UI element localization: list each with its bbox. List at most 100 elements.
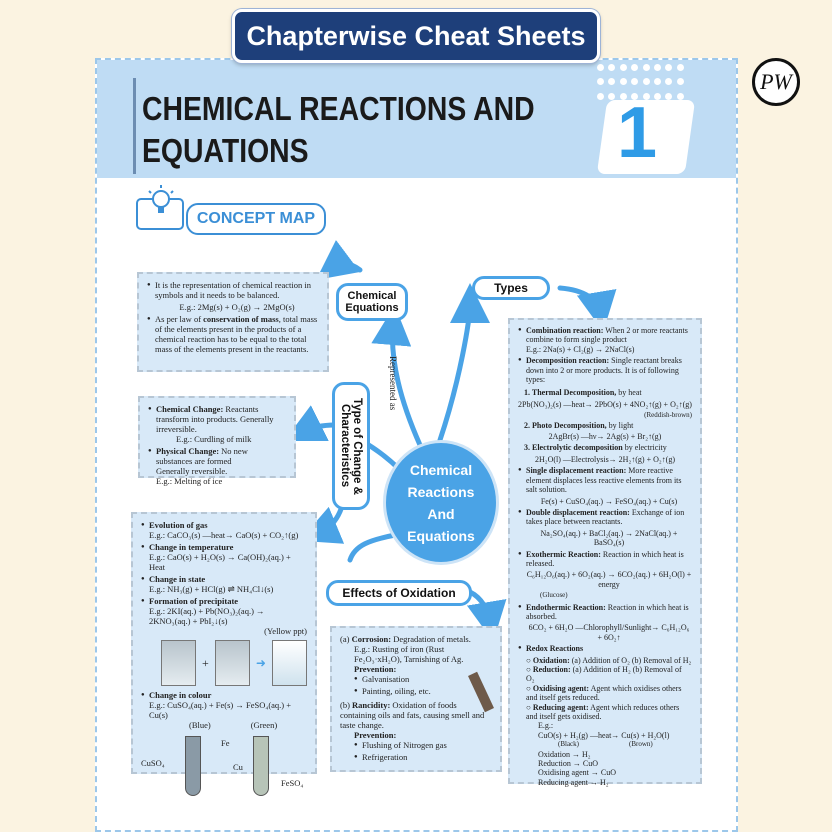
prevention-nitrogen: Flushing of Nitrogen gas bbox=[354, 740, 492, 750]
photo-text: by light bbox=[606, 420, 634, 430]
colour-note-green: (Green) bbox=[250, 720, 278, 730]
central-topic: Chemical Reactions And Equations bbox=[383, 440, 499, 565]
law-text-c: , total mass of the elements present in … bbox=[155, 314, 318, 354]
title-accent-bar bbox=[133, 78, 136, 174]
rancidity-marker: (b) bbox=[340, 700, 350, 710]
electrolytic-text: by electricity bbox=[622, 443, 667, 453]
chemical-change-text: Reactants transform into products. Gener… bbox=[156, 404, 274, 434]
temperature-example: E.g.: CaO(s) + H₂O(s) → Ca(OH)₂(aq.) + H… bbox=[149, 552, 291, 572]
arrow-icon: ➜ bbox=[255, 656, 266, 670]
reducing-agent-title: Reducing agent: bbox=[532, 702, 589, 712]
photo-title: 2. Photo Decomposition, bbox=[524, 420, 607, 430]
label-cu: Cu bbox=[233, 762, 243, 772]
electrolytic-equation: 2H₂O(l) —Electrolysis→ 2H₂↑(g) + O₂↑(g) bbox=[535, 454, 675, 464]
corrosion-example: E.g.: Rusting of iron (Rust Fe₂O₃·xH₂O),… bbox=[354, 644, 464, 664]
oxidation-box: (a) Corrosion: Degradation of metals. E.… bbox=[330, 626, 502, 772]
label-cuso4: CuSO₄ bbox=[141, 758, 165, 768]
photo-equation: 2AgBr(s) —hν→ 2Ag(s) + Br₂↑(g) bbox=[548, 432, 662, 442]
oxidation-text: (a) Addition of O₂ (b) Removal of H₂ bbox=[569, 655, 692, 665]
label-feso4: FeSO₄ bbox=[281, 778, 304, 788]
thermal-text: by heat bbox=[616, 388, 642, 398]
lightbulb-icon bbox=[136, 185, 184, 230]
exothermic-text: Reaction in which heat is released. bbox=[526, 549, 684, 568]
exothermic-note: (Glucose) bbox=[540, 591, 568, 600]
reduction-text: (a) Addition of H₂ (b) Removal of O₂ bbox=[526, 665, 682, 684]
node-chemical-equations: Chemical Equations bbox=[336, 283, 408, 321]
double-displacement-text: Exchange of ion takes place between reac… bbox=[526, 507, 685, 527]
node-type-of-change-label: Type of Change & Characteristics bbox=[339, 397, 363, 495]
corrosion-marker: (a) bbox=[340, 634, 350, 644]
gas-example: E.g.: CaCO₃(s) —heat→ CaO(s) + CO₂↑(g) bbox=[149, 530, 299, 540]
rancidity-title: Rancidity: bbox=[352, 700, 391, 710]
test-tube-2 bbox=[253, 736, 269, 796]
node-effects-of-oxidation: Effects of Oxidation bbox=[326, 580, 472, 606]
equations-definition-box: It is the representation of chemical rea… bbox=[137, 272, 329, 372]
node-types: Types bbox=[472, 276, 550, 300]
chemical-change-example: E.g.: Curdling of milk bbox=[176, 434, 252, 444]
test-tube-1 bbox=[185, 736, 201, 796]
endothermic-title: Endothermic Reaction: bbox=[526, 602, 606, 612]
beaker-image-3 bbox=[271, 640, 307, 686]
redox-summary-1: Oxidation → H₂ bbox=[538, 749, 591, 759]
colour-note-blue: (Blue) bbox=[189, 720, 211, 730]
double-displacement-title: Double displacement reaction: bbox=[526, 507, 630, 517]
central-topic-line-3: And bbox=[427, 505, 455, 522]
redox-note-brown: (Brown) bbox=[629, 740, 653, 749]
exothermic-equation: C₆H₁₂O₆(aq.) + 6O₂(aq.) → 6CO₂(aq.) + 6H… bbox=[526, 570, 692, 589]
precipitate-title: Formation of precipitate bbox=[149, 596, 239, 606]
cheat-sheets-banner: Chapterwise Cheat Sheets bbox=[232, 9, 600, 63]
thermal-title: 1. Thermal Decomposition, bbox=[524, 388, 617, 398]
temperature-title: Change in temperature bbox=[149, 542, 234, 552]
combination-text: When 2 or more reactants combine to form… bbox=[526, 326, 688, 345]
law-term: conservation of mass bbox=[203, 314, 279, 324]
physical-change-text: No new substances are formed bbox=[156, 446, 248, 466]
beaker-image-1 bbox=[161, 640, 197, 686]
corrosion-text: Degradation of metals. bbox=[391, 634, 471, 644]
oxidising-agent-title: Oxidising agent: bbox=[532, 683, 590, 693]
thermal-equation: 2Pb(NO₃)₂(s) —heat→ 2PbO(s) + 4NO₂↑(g) +… bbox=[518, 399, 692, 409]
chapter-number: 1 bbox=[616, 93, 658, 173]
electrolytic-title: 3. Electrolytic decomposition bbox=[524, 443, 623, 453]
chemical-change-title: Chemical Change: bbox=[156, 404, 224, 414]
redox-summary-2: Reduction → CuO bbox=[538, 759, 598, 769]
colour-title: Change in colour bbox=[149, 690, 212, 700]
reducing-agent-text: Agent which reduces others and itself ge… bbox=[526, 702, 680, 722]
single-displacement-text: More reactive element displaces less rea… bbox=[526, 466, 682, 495]
combination-example: E.g.: 2Na(s) + Cl₂(g) → 2NaCl(s) bbox=[526, 344, 635, 354]
central-topic-line-4: Equations bbox=[407, 527, 475, 544]
state-title: Change in state bbox=[149, 574, 206, 584]
redox-summary-4: Reducing agent → H₂ bbox=[538, 777, 609, 787]
equation-example: E.g.: 2Mg(s) + O₂(g) → 2MgO(s) bbox=[179, 302, 295, 312]
prevention-label-2: Prevention: bbox=[354, 730, 397, 740]
double-displacement-equation: Na₂SO₄(aq.) + BaCl₂(aq.) → 2NaCl(aq.) + … bbox=[540, 528, 678, 548]
decomposition-title: Decomposition reaction: bbox=[526, 356, 610, 366]
type-of-change-box: Chemical Change: Reactants transform int… bbox=[138, 396, 296, 486]
node-type-of-change: Type of Change & Characteristics bbox=[332, 382, 370, 510]
thermal-note: (Reddish-brown) bbox=[644, 411, 692, 420]
equation-definition: It is the representation of chemical rea… bbox=[155, 280, 312, 300]
oxidation-title: Oxidation: bbox=[532, 655, 570, 665]
node-types-label: Types bbox=[494, 281, 528, 295]
state-example: E.g.: NH₃(g) + HCl(g) ⇌ NH₄Cl↓(s) bbox=[149, 584, 274, 594]
reduction-title: Reduction: bbox=[532, 665, 571, 674]
dot-pattern bbox=[597, 64, 685, 104]
central-topic-line-2: Reactions bbox=[407, 483, 475, 500]
oxidising-agent-text: Agent which oxidises others and itself g… bbox=[526, 683, 682, 703]
pw-logo: PW bbox=[752, 58, 800, 106]
endothermic-text: Reaction in which heat is absorbed. bbox=[526, 602, 689, 621]
physical-change-title: Physical Change: bbox=[156, 446, 220, 456]
prevention-galvanisation: Galvanisation bbox=[354, 674, 492, 684]
concept-map-label: CONCEPT MAP bbox=[186, 203, 326, 235]
title-line-2: EQUATIONS bbox=[142, 132, 309, 169]
redox-note-black: (Black) bbox=[558, 740, 579, 749]
colour-example: E.g.: CuSO₄(aq.) + Fe(s) → FeSO₄(aq.) + … bbox=[149, 700, 292, 720]
label-fe: Fe bbox=[221, 738, 230, 748]
represented-as-label: Represented as bbox=[388, 356, 398, 411]
precipitate-example: E.g.: 2KI(aq.) + Pb(NO₃)₂(aq.) → 2KNO₃(a… bbox=[149, 606, 265, 626]
redox-equation: CuO(s) + H₂(g) —heat→ Cu(s) + H₂O(l) bbox=[538, 730, 670, 740]
types-box: Combination reaction: When 2 or more rea… bbox=[508, 318, 702, 787]
beaker-image-2 bbox=[214, 640, 250, 686]
single-displacement-title: Single displacement reaction: bbox=[526, 466, 627, 476]
precipitate-images: + ➜ bbox=[161, 640, 307, 686]
